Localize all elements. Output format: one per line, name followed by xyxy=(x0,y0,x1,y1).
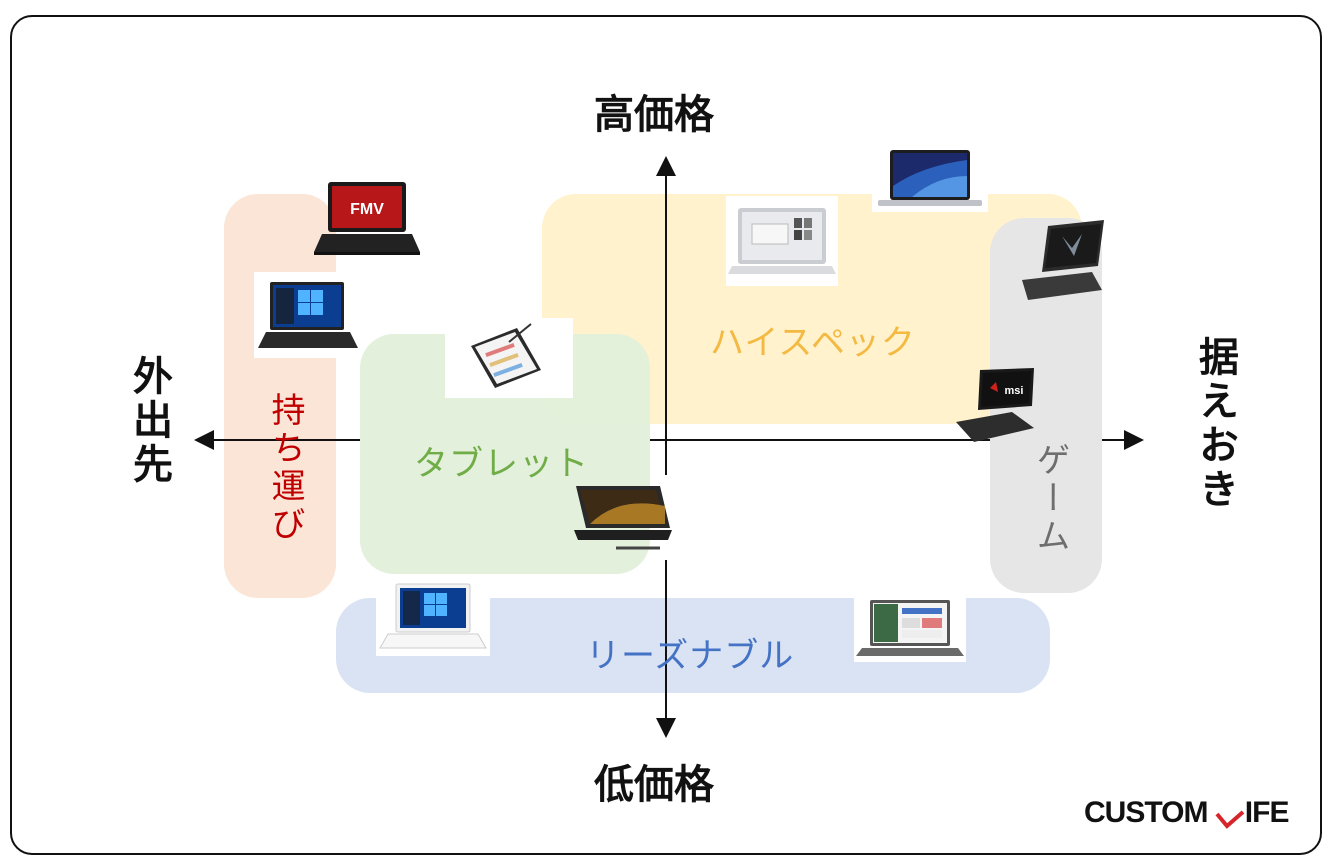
region-label-reasonable: リーズナブル xyxy=(586,636,795,676)
silver-ultrabook-image xyxy=(726,196,838,286)
windows-laptop-black-image xyxy=(254,272,362,358)
axis-label-bottom: 低価格 xyxy=(594,762,714,808)
region-label-high-spec: ハイスペック xyxy=(710,323,916,363)
convertible-laptop-image xyxy=(568,476,680,558)
region-label-portable: 持ち運び xyxy=(265,392,305,544)
gaming-laptop-dark-image xyxy=(1012,216,1112,308)
axis-label-top: 高価格 xyxy=(594,92,714,138)
macbook-pro-image xyxy=(872,146,988,212)
tablet-pen-device-image xyxy=(445,318,573,398)
fmv-laptop-image: FMV xyxy=(312,178,422,258)
fmv-screen-text: FMV xyxy=(350,201,384,218)
region-label-tablet: タブレット xyxy=(414,444,589,484)
brand-right-text: IFE xyxy=(1244,796,1290,829)
region-portable xyxy=(224,194,336,598)
region-label-game: ゲーム xyxy=(1030,442,1070,556)
axis-label-left: 外出先 xyxy=(126,355,172,487)
brand-check-mark xyxy=(1215,804,1245,829)
axis-label-right: 据えおき xyxy=(1192,336,1238,512)
msi-screen-text: msi xyxy=(1005,385,1024,397)
msi-gaming-laptop-image: msi xyxy=(952,366,1038,446)
brand-left-text: CUSTOM xyxy=(1084,796,1215,829)
custom-life-logo: CUSTOM IFE xyxy=(1084,796,1290,830)
white-windows-laptop-image xyxy=(376,578,490,656)
budget-laptop-image xyxy=(854,596,966,662)
